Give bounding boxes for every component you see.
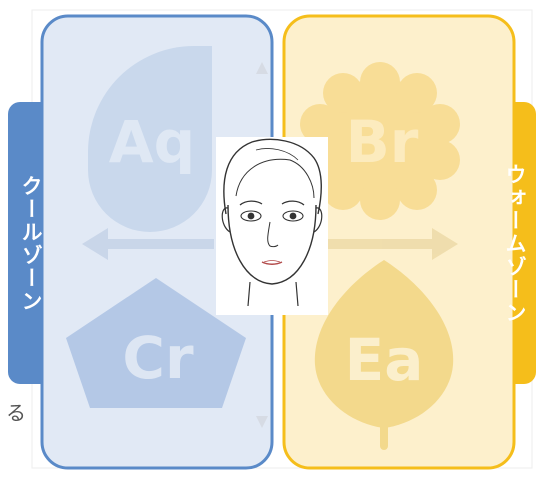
quadrant-label-ea: Ea bbox=[345, 326, 424, 394]
horizontal-arrow-right bbox=[322, 228, 458, 260]
face-illustration bbox=[216, 137, 328, 315]
drop-icon bbox=[88, 46, 212, 232]
leaf-icon bbox=[314, 260, 454, 450]
horizontal-arrow bbox=[82, 228, 214, 260]
edge-text: る bbox=[6, 401, 26, 425]
gem-icon bbox=[66, 278, 246, 408]
quadrant-label-br: Br bbox=[346, 108, 419, 176]
quadrant-label-aq: Aq bbox=[109, 108, 195, 176]
cool-zone-label: クールゾーン bbox=[19, 175, 43, 313]
quadrant-label-cr: Cr bbox=[122, 324, 194, 392]
warm-zone-label: ウォームゾーン bbox=[503, 164, 527, 325]
vertical-arrow-marks bbox=[256, 62, 268, 428]
